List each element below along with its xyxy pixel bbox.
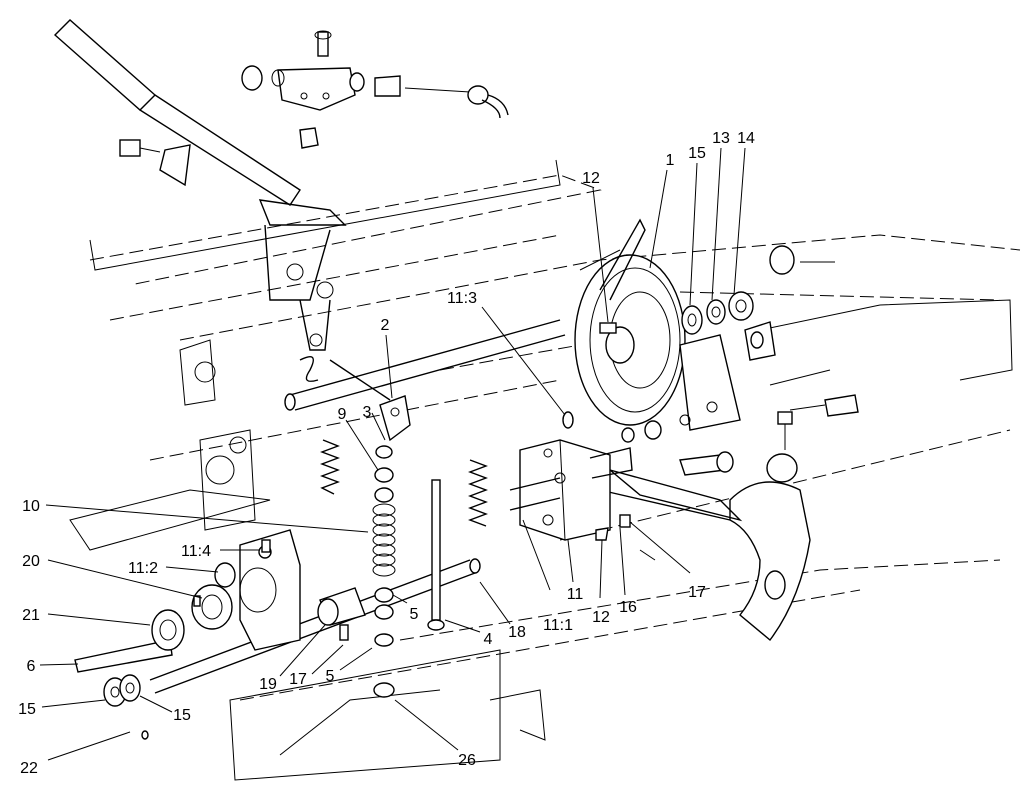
callout-4: 4: [484, 631, 493, 648]
pulley-bracket: [621, 334, 741, 443]
small-pins: [595, 514, 656, 561]
pulley: [574, 218, 686, 426]
callout-5-mid: 5: [410, 606, 419, 623]
adjuster-rod-stack: [372, 395, 445, 698]
callout-10: 10: [22, 498, 40, 515]
springs: [299, 356, 488, 527]
callout-15-bottom: 15: [173, 707, 191, 724]
clevis-bolt: [119, 139, 191, 187]
valve-block: [509, 411, 633, 541]
callout-26: 26: [458, 752, 476, 769]
chassis-frame: [69, 159, 1021, 781]
callout-11-4: 11:4: [181, 543, 211, 560]
leader-lines: [39, 147, 746, 761]
bottom-washers: [103, 674, 149, 740]
callout-11-3: 11:3: [447, 290, 477, 307]
callout-14: 14: [737, 130, 755, 147]
spline-shaft: [74, 609, 185, 673]
callout-12-bottom: 12: [592, 609, 610, 626]
adjuster-assembly: [241, 30, 509, 119]
callout-11-1: 11:1: [543, 617, 573, 634]
right-bracket: [744, 321, 859, 483]
callout-11-2: 11:2: [128, 560, 158, 577]
grease-nipple: [193, 539, 271, 607]
callout-11: 11: [567, 586, 584, 603]
shift-fork: [599, 469, 811, 642]
callout-labels: 1 15 13 14 12 11:3 2 3 9 10 11:4 20 11:2…: [18, 130, 755, 777]
callout-12-top: 12: [582, 170, 600, 187]
callout-1: 1: [666, 152, 675, 169]
callout-5-left: 5: [326, 668, 335, 685]
callout-2: 2: [381, 317, 390, 334]
shafts: [149, 319, 566, 694]
callout-6: 6: [27, 658, 36, 675]
callout-17-left: 17: [289, 671, 307, 688]
hand-lever: [53, 19, 347, 351]
callout-13: 13: [712, 130, 730, 147]
callout-15-left: 15: [18, 701, 36, 718]
callout-17-right: 17: [688, 584, 706, 601]
fork-bolt: [679, 451, 734, 476]
callout-15-top: 15: [688, 145, 706, 162]
callout-20: 20: [22, 553, 40, 570]
callout-21: 21: [22, 607, 40, 624]
callout-9: 9: [338, 406, 347, 423]
callout-3: 3: [363, 404, 372, 421]
washer-stack: [681, 245, 835, 335]
callout-19: 19: [259, 676, 277, 693]
callout-18: 18: [508, 624, 526, 641]
callout-16: 16: [619, 599, 637, 616]
callout-22: 22: [20, 760, 38, 777]
collar: [317, 587, 366, 641]
gear-housing: [191, 529, 301, 651]
